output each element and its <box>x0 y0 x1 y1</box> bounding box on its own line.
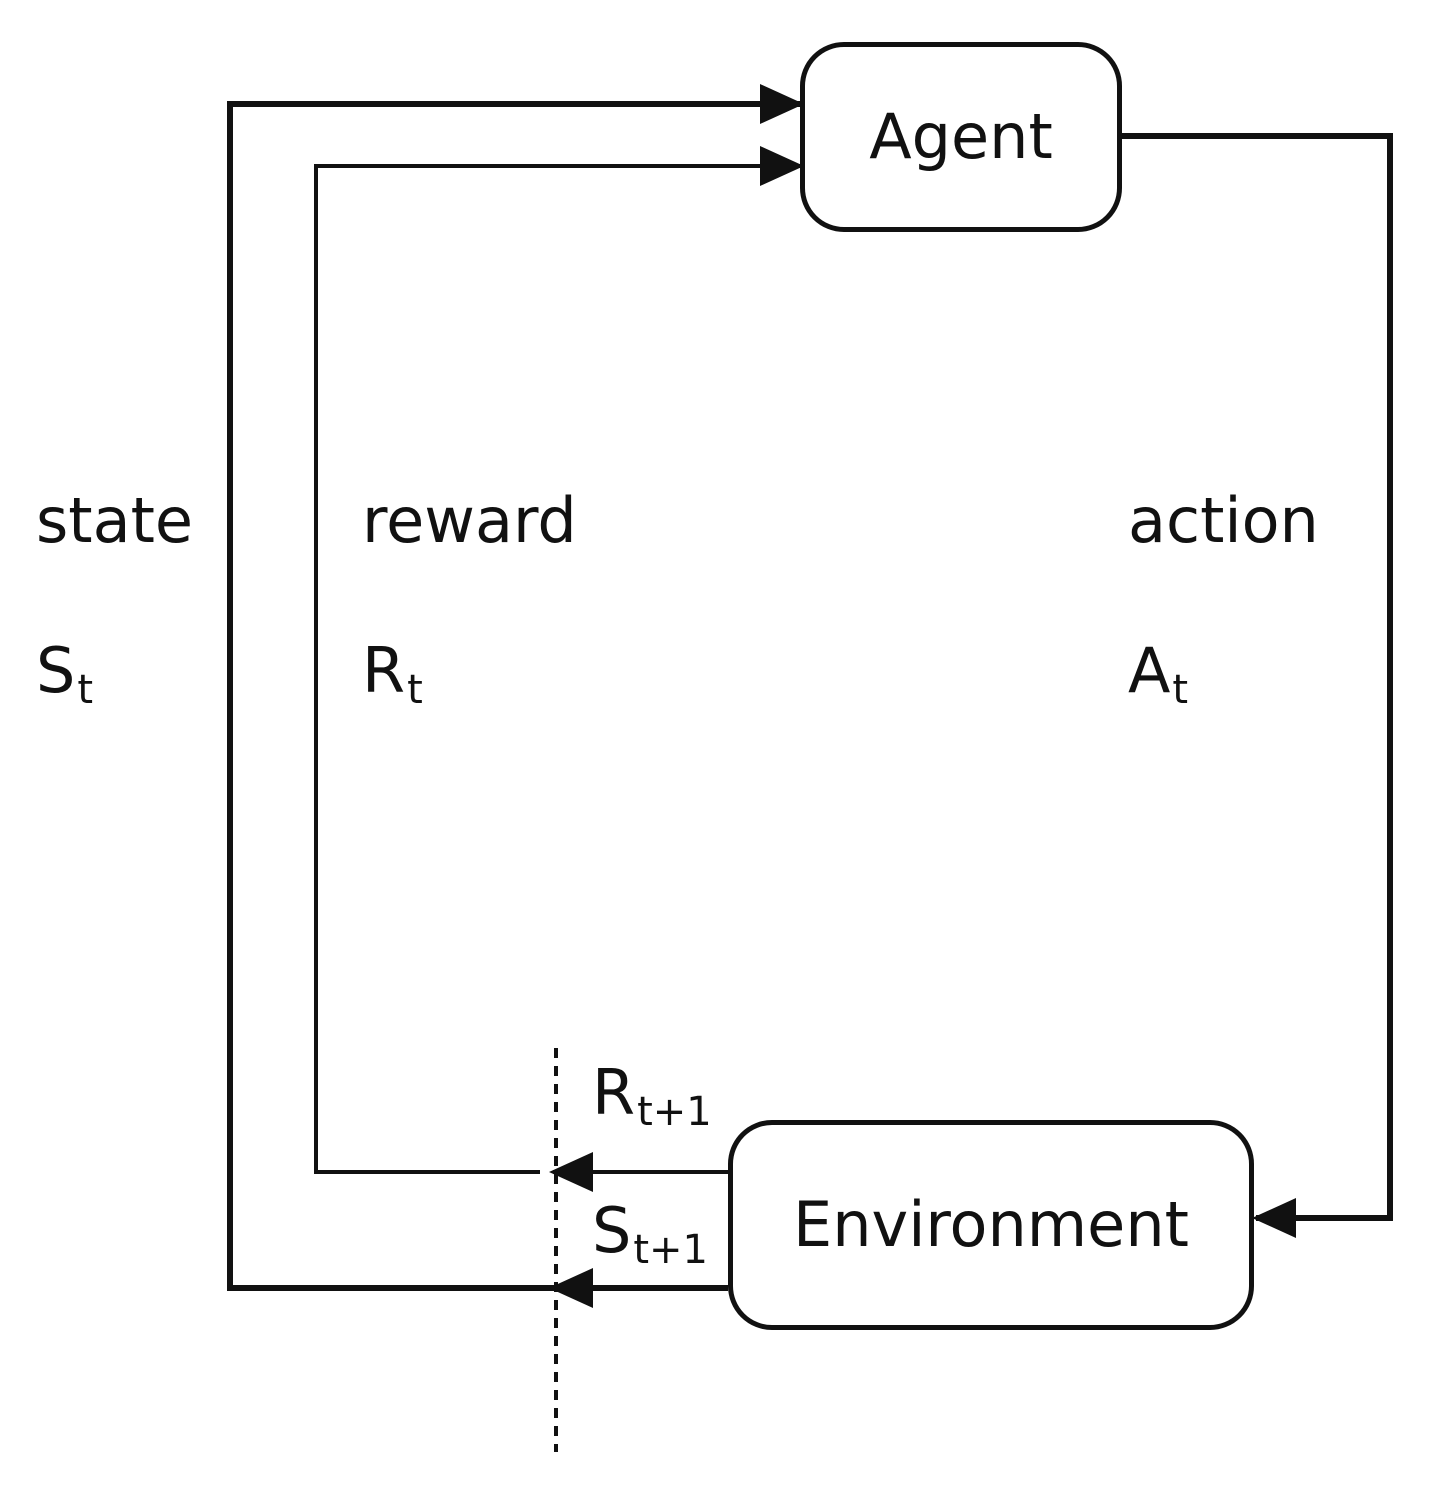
reward-feedback-line <box>314 146 804 1174</box>
state-symbol: St <box>36 640 94 714</box>
environment-label: Environment <box>793 1188 1189 1261</box>
action-arrow <box>1122 133 1393 1238</box>
state-symbol-letter: S <box>36 634 76 707</box>
action-symbol: At <box>1128 640 1189 714</box>
reward-symbol-subscript: t <box>407 667 423 714</box>
state-next-subscript: t+1 <box>633 1227 709 1274</box>
reward-symbol-letter: R <box>362 634 406 707</box>
reward-symbol: Rt <box>362 640 423 714</box>
state-next-symbol: St+1 <box>592 1200 709 1274</box>
reward-next-subscript: t+1 <box>637 1089 712 1136</box>
reward-label: reward <box>362 484 577 557</box>
reward-next-symbol: Rt+1 <box>592 1062 712 1136</box>
action-label: action <box>1128 484 1319 557</box>
reward-next-letter: R <box>592 1056 636 1129</box>
action-symbol-letter: A <box>1128 634 1171 707</box>
action-symbol-subscript: t <box>1172 667 1189 714</box>
environment-box: Environment <box>728 1120 1254 1330</box>
agent-label: Agent <box>869 100 1053 173</box>
state-feedback-line <box>227 84 804 1291</box>
state-symbol-subscript: t <box>77 667 94 714</box>
state-label: state <box>36 484 194 557</box>
agent-box: Agent <box>800 42 1122 232</box>
state-next-letter: S <box>592 1194 632 1267</box>
